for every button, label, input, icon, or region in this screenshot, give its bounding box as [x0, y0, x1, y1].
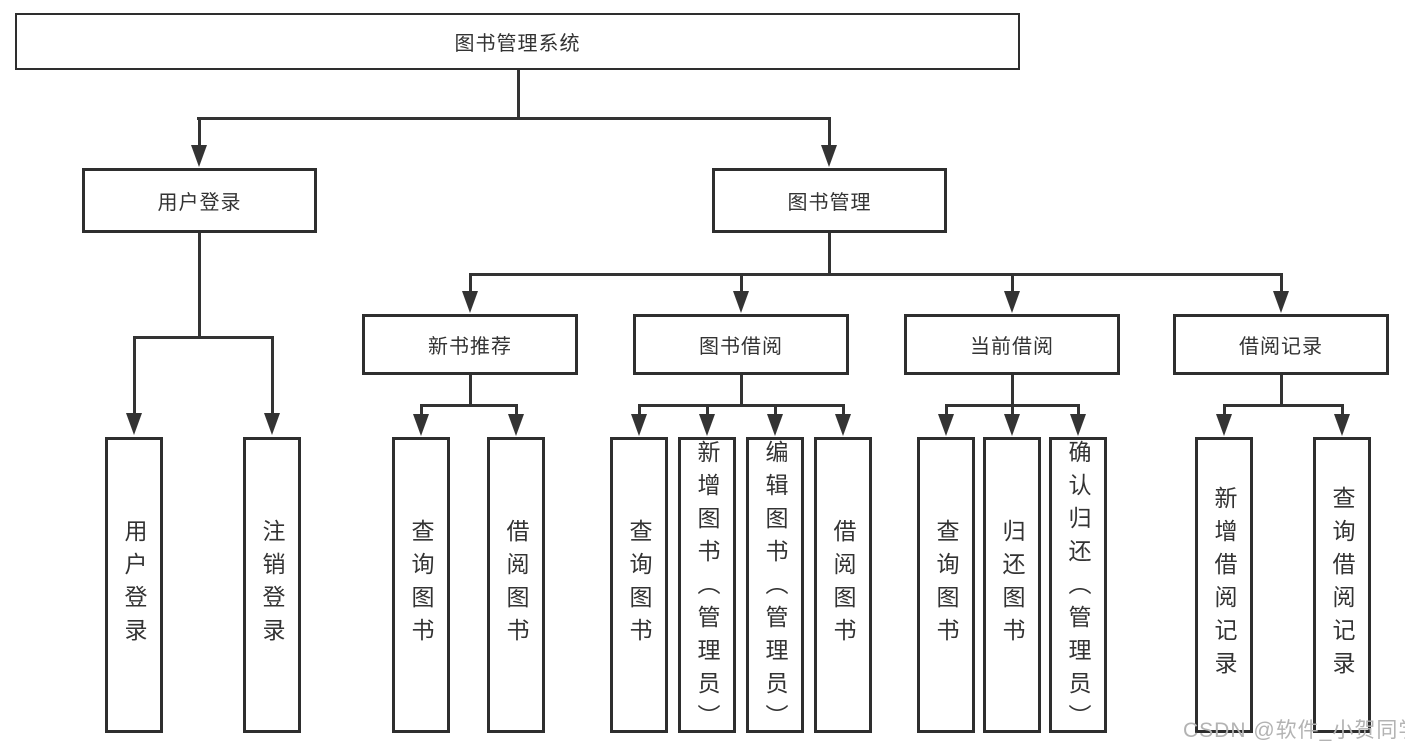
leaf-records-add-record: 新增借阅记录: [1195, 437, 1253, 733]
leaf-borrow-borrow-books-label: 借阅图书: [830, 519, 856, 651]
arrow-down-icon: [191, 145, 207, 167]
leaf-logout: 注销登录: [243, 437, 301, 733]
arrow-down-icon: [1004, 291, 1020, 313]
leaf-newrec-borrow-books-label: 借阅图书: [503, 519, 529, 651]
connector-line: [706, 404, 709, 414]
connector-line: [1280, 273, 1283, 291]
node-new-book-recommend: 新书推荐: [362, 314, 578, 375]
arrow-down-icon: [821, 145, 837, 167]
node-current-borrowing: 当前借阅: [904, 314, 1120, 375]
arrow-down-icon: [264, 413, 280, 435]
arrow-down-icon: [413, 414, 429, 436]
node-book-management-label: 图书管理: [787, 192, 872, 214]
arrow-down-icon: [1216, 414, 1232, 436]
arrow-down-icon: [1004, 414, 1020, 436]
leaf-current-return-books: 归还图书: [983, 437, 1041, 733]
leaf-borrow-borrow-books: 借阅图书: [814, 437, 872, 733]
arrow-down-icon: [938, 414, 954, 436]
connector-line: [740, 273, 743, 291]
arrow-down-icon: [1273, 291, 1289, 313]
arrow-down-icon: [699, 414, 715, 436]
node-root-label: 图书管理系统: [454, 33, 581, 55]
leaf-borrow-query-books: 查询图书: [610, 437, 668, 733]
connector-line: [133, 336, 136, 413]
connector-line: [517, 70, 520, 117]
node-current-borrowing-label: 当前借阅: [970, 336, 1054, 358]
node-borrowing-records-label: 借阅记录: [1239, 336, 1323, 358]
leaf-records-add-record-label: 新增借阅记录: [1211, 486, 1237, 684]
arrow-down-icon: [767, 414, 783, 436]
arrow-down-icon: [733, 291, 749, 313]
arrow-down-icon: [508, 414, 524, 436]
connector-line: [842, 404, 845, 414]
connector-line: [198, 233, 201, 336]
connector-line: [1011, 404, 1014, 414]
arrow-down-icon: [1334, 414, 1350, 436]
connector-line: [1011, 273, 1014, 291]
connector-line: [420, 404, 423, 414]
leaf-current-confirm-return-admin: 确认归还（管理员）: [1049, 437, 1107, 737]
node-book-borrowing-label: 图书借阅: [699, 336, 783, 358]
connector-line: [198, 117, 201, 145]
connector-line: [1011, 375, 1014, 404]
leaf-borrow-add-books-admin-label: 新增图书（管理员）: [694, 440, 720, 737]
leaf-borrow-query-books-label: 查询图书: [626, 519, 652, 651]
leaf-newrec-query-books: 查询图书: [392, 437, 450, 733]
leaf-borrow-edit-books-admin-label: 编辑图书（管理员）: [762, 440, 788, 737]
connector-line: [515, 404, 518, 414]
node-book-borrowing: 图书借阅: [633, 314, 849, 375]
connector-line: [271, 336, 274, 413]
node-borrowing-records: 借阅记录: [1173, 314, 1389, 375]
node-user-login-label: 用户登录: [157, 192, 242, 214]
connector-line: [1077, 404, 1080, 414]
connector-line: [197, 117, 831, 120]
leaf-current-query-books: 查询图书: [917, 437, 975, 733]
node-book-management: 图书管理: [712, 168, 947, 233]
connector-line: [1341, 404, 1344, 414]
connector-line: [469, 273, 1282, 276]
csdn-watermark: CSDN @软件_小贺同学: [1183, 719, 1405, 742]
connector-line: [421, 404, 517, 407]
leaf-user-login: 用户登录: [105, 437, 163, 733]
connector-line: [945, 404, 948, 414]
connector-line: [639, 404, 844, 407]
leaf-current-return-books-label: 归还图书: [999, 519, 1025, 651]
leaf-current-confirm-return-admin-label: 确认归还（管理员）: [1065, 440, 1091, 737]
leaf-user-login-label: 用户登录: [121, 519, 147, 651]
leaf-records-query-record-label: 查询借阅记录: [1329, 486, 1355, 684]
connector-line: [1224, 404, 1343, 407]
arrow-down-icon: [126, 413, 142, 435]
connector-line: [1280, 375, 1283, 404]
connector-line: [828, 117, 831, 145]
node-user-login: 用户登录: [82, 168, 317, 233]
leaf-newrec-query-books-label: 查询图书: [408, 519, 434, 651]
connector-line: [1223, 404, 1226, 414]
connector-line: [638, 404, 641, 414]
leaf-records-query-record: 查询借阅记录: [1313, 437, 1371, 733]
arrow-down-icon: [1070, 414, 1086, 436]
connector-line: [469, 273, 472, 291]
node-new-book-recommend-label: 新书推荐: [428, 336, 512, 358]
leaf-current-query-books-label: 查询图书: [933, 519, 959, 651]
connector-line: [828, 233, 831, 273]
node-root: 图书管理系统: [15, 13, 1020, 70]
connector-line: [774, 404, 777, 414]
leaf-newrec-borrow-books: 借阅图书: [487, 437, 545, 733]
connector-line: [740, 375, 743, 404]
leaf-borrow-add-books-admin: 新增图书（管理员）: [678, 437, 736, 737]
arrow-down-icon: [631, 414, 647, 436]
arrow-down-icon: [462, 291, 478, 313]
leaf-logout-label: 注销登录: [259, 519, 285, 651]
leaf-borrow-edit-books-admin: 编辑图书（管理员）: [746, 437, 804, 737]
connector-line: [134, 336, 273, 339]
arrow-down-icon: [835, 414, 851, 436]
connector-line: [469, 375, 472, 404]
